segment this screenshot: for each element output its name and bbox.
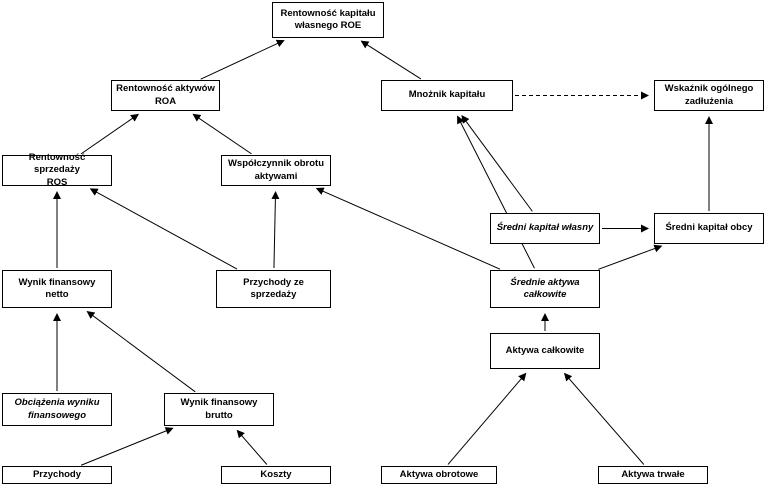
node-aktywa-obrotowe-line1: Aktywa obrotowe — [399, 468, 479, 480]
node-sredni-kapital-obcy: Średni kapitał obcy — [654, 213, 764, 244]
node-aktywa-obrotowe: Aktywa obrotowe — [381, 466, 497, 484]
node-sredni-kapital-wlasny: Średni kapitał własny — [490, 213, 600, 244]
node-aktywa-calkowite: Aktywa całkowite — [490, 333, 600, 369]
node-ros-line1: Rentowność sprzedaży — [28, 151, 86, 176]
edge-ros-to-roa — [80, 113, 139, 155]
edge-wspolczynnik-to-roa — [192, 113, 252, 155]
node-przychody: Przychody — [2, 466, 112, 484]
node-wspolczynnik-line1: Współczynnik obrotu — [227, 158, 325, 170]
edge-przychody_sprzedazy-to-ros — [89, 188, 238, 270]
node-srednie-aktywa-line2: całkowite — [523, 289, 567, 300]
edge-przychody-to-wynik_brutto — [80, 427, 174, 466]
node-aktywa-trwale: Aktywa trwałe — [598, 466, 708, 484]
node-mnoznik-kapitalu: Mnożnik kapitału — [381, 80, 513, 111]
edge-srednie_aktywa-to-mnoznik — [457, 115, 535, 269]
node-wspolczynnik-line2: aktywami — [254, 170, 298, 182]
node-wynik-finansowy-brutto: Wynik finansowy brutto — [164, 393, 274, 426]
node-wynik-brutto-line1: Wynik finansowy brutto — [180, 397, 258, 421]
node-przychody-sprzedazy-line1: Przychody ze sprzedaży — [243, 276, 304, 300]
node-sredni-wlasny-line1: Średni kapitał własny — [496, 222, 594, 234]
node-aktywa-calkowite-line1: Aktywa całkowite — [505, 344, 585, 356]
node-aktywa-trwale-line1: Aktywa trwałe — [621, 468, 685, 480]
edge-srednie_aktywa-to-sredni_obcy — [598, 244, 663, 270]
node-przychody-line1: Przychody — [32, 468, 82, 480]
edge-mnoznik-to-roe — [360, 40, 422, 80]
node-wskaznik-line1: Wskaźnik ogólnego — [664, 83, 754, 95]
node-srednie-aktywa-line1: Średnie aktywa — [510, 276, 580, 288]
edge-koszty-to-wynik_brutto — [236, 429, 268, 465]
edge-aktywa_trwale-to-aktywa_calkowite — [563, 372, 645, 465]
node-koszty: Koszty — [221, 466, 331, 484]
node-obciazenia-line2: finansowego — [27, 409, 87, 421]
node-wynik-netto-line1: Wynik finansowy netto — [18, 276, 96, 300]
node-roa-line2: ROA — [154, 95, 177, 107]
node-sredni-obcy-line1: Średni kapitał obcy — [665, 222, 753, 234]
edge-sredni_wlasny-to-mnoznik — [461, 115, 533, 212]
node-mnoznik-line1: Mnożnik kapitału — [408, 89, 486, 101]
edge-aktywa_obrotowe-to-aktywa_calkowite — [447, 372, 527, 465]
node-roa-line1: Rentowność aktywów — [116, 83, 215, 95]
node-ros-line2: ROS — [46, 176, 68, 188]
edge-wynik_brutto-to-wynik_netto — [86, 310, 196, 393]
node-obciazenia-line1: Obciążenia wyniku — [14, 397, 100, 409]
node-przychody-ze-sprzedazy: Przychody ze sprzedaży — [216, 270, 331, 308]
node-koszty-line1: Koszty — [260, 468, 292, 480]
node-wskaznik-line2: zadłużenia — [684, 95, 734, 107]
node-roe-line1: Rentowność kapitału — [280, 7, 376, 19]
edge-przychody_sprzedazy-to-wspolczynnik — [271, 190, 280, 269]
node-wynik-finansowy-netto: Wynik finansowy netto — [2, 270, 112, 308]
node-roe-line2: własnego ROE — [294, 20, 362, 31]
edge-roa-to-roe — [200, 39, 285, 80]
edge-srednie_aktywa-to-wspolczynnik — [315, 187, 501, 270]
